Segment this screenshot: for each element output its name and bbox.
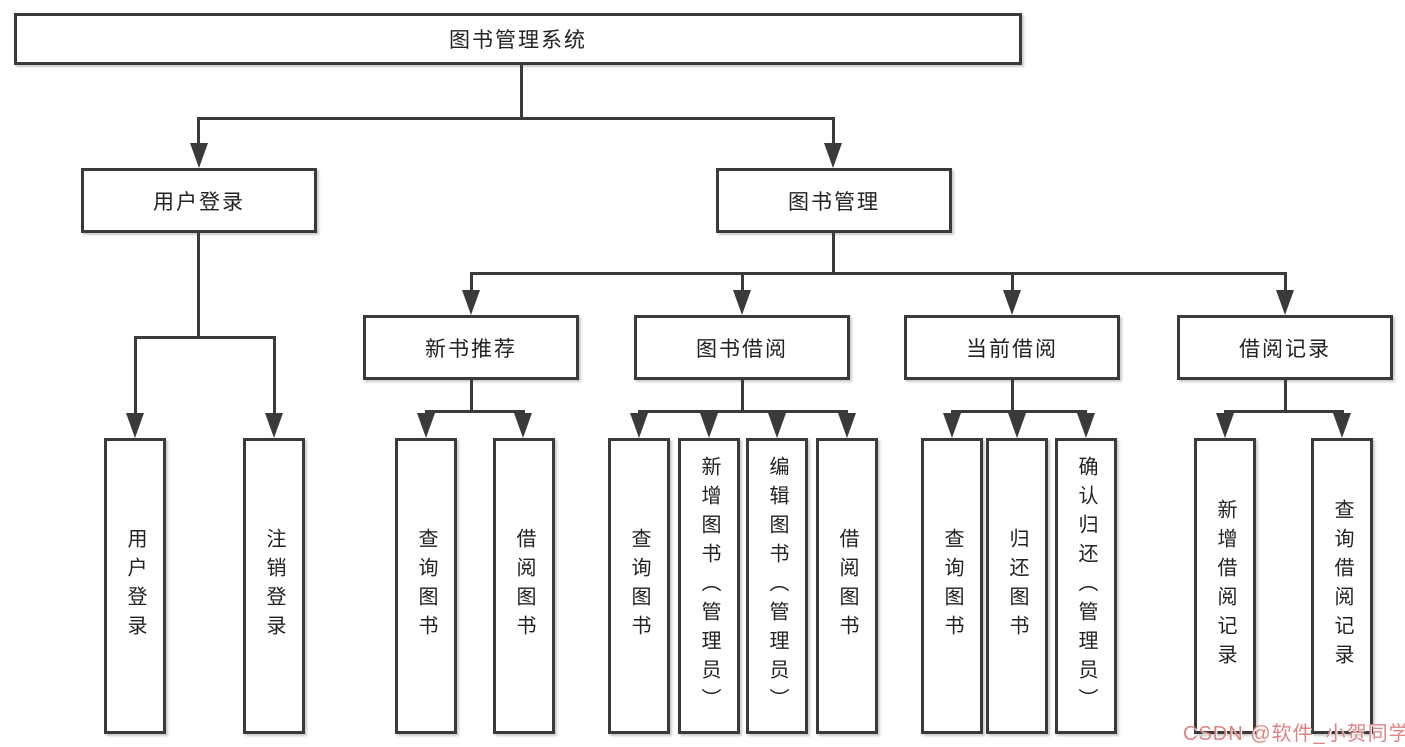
arrow-down-icon	[733, 290, 751, 315]
node-library-system: 图书管理系统	[14, 13, 1022, 65]
arrow-down-icon	[1216, 413, 1234, 438]
leaf-borrow-borrow-book-label: 借阅图书	[836, 528, 858, 644]
leaf-newbook-query-book-label: 查询图书	[415, 528, 437, 644]
connector-stem-book-borrow	[741, 272, 744, 292]
leaf-current-confirm-return-admin: 确认归还（管理员）	[1055, 438, 1117, 734]
connector-newbook-rail	[425, 410, 525, 413]
leaf-records-add-record: 新增借阅记录	[1194, 438, 1256, 734]
node-book-borrow-label: 图书借阅	[696, 337, 788, 361]
leaf-records-add-record-label: 新增借阅记录	[1214, 499, 1236, 673]
connector-records-stem	[1284, 380, 1287, 412]
leaf-logout-login: 注销登录	[243, 438, 305, 734]
leaf-borrow-query-book: 查询图书	[608, 438, 670, 734]
connector-login-stem	[197, 233, 200, 338]
leaf-current-query-book: 查询图书	[921, 438, 983, 734]
node-borrow-records: 借阅记录	[1177, 315, 1393, 380]
arrow-down-icon	[838, 413, 856, 438]
leaf-current-return-book-label: 归还图书	[1006, 528, 1028, 644]
node-book-borrow: 图书借阅	[634, 315, 850, 380]
connector-stem-current-borrow	[1011, 272, 1014, 292]
node-current-borrow-label: 当前借阅	[966, 337, 1058, 361]
leaf-borrow-edit-book-admin-label: 编辑图书（管理员）	[766, 455, 788, 717]
leaf-borrow-edit-book-admin: 编辑图书（管理员）	[746, 438, 808, 734]
leaf-current-return-book: 归还图书	[986, 438, 1048, 734]
node-new-book-recommend-label: 新书推荐	[425, 337, 517, 361]
arrow-down-icon	[190, 143, 208, 168]
connector-stem-book-mgmt	[832, 117, 835, 145]
node-user-login-group: 用户登录	[81, 168, 317, 233]
node-user-login-label: 用户登录	[153, 190, 245, 214]
connector-stem-leaf-logout	[273, 336, 276, 416]
arrow-down-icon	[700, 413, 718, 438]
node-current-borrow: 当前借阅	[904, 315, 1120, 380]
node-new-book-recommend: 新书推荐	[363, 315, 579, 380]
arrow-down-icon	[126, 413, 144, 438]
node-borrow-records-label: 借阅记录	[1239, 337, 1331, 361]
arrow-down-icon	[462, 290, 480, 315]
leaf-newbook-borrow-book: 借阅图书	[493, 438, 555, 734]
connector-stem-user-login	[197, 117, 200, 145]
leaf-current-confirm-return-admin-label: 确认归还（管理员）	[1075, 455, 1097, 717]
connector-stem-borrow-records	[1284, 272, 1287, 292]
connector-root-stem	[520, 65, 523, 119]
leaf-borrow-add-book-admin-label: 新增图书（管理员）	[698, 455, 720, 717]
arrow-down-icon	[417, 413, 435, 438]
connector-login-rail	[134, 336, 276, 339]
arrow-down-icon	[514, 413, 532, 438]
arrow-down-icon	[630, 413, 648, 438]
connector-current-stem	[1011, 380, 1014, 412]
leaf-borrow-query-book-label: 查询图书	[628, 528, 650, 644]
connector-records-rail	[1224, 410, 1344, 413]
arrow-down-icon	[1008, 413, 1026, 438]
node-library-system-label: 图书管理系统	[449, 29, 587, 52]
connector-borrow-stem	[741, 380, 744, 412]
arrow-down-icon	[1333, 413, 1351, 438]
leaf-records-query-record: 查询借阅记录	[1311, 438, 1373, 734]
arrow-down-icon	[943, 413, 961, 438]
connector-newbook-stem	[470, 380, 473, 412]
connector-current-rail	[951, 410, 1087, 413]
arrow-down-icon	[265, 413, 283, 438]
leaf-records-query-record-label: 查询借阅记录	[1331, 499, 1353, 673]
leaf-current-query-book-label: 查询图书	[941, 528, 963, 644]
arrow-down-icon	[1003, 290, 1021, 315]
arrow-down-icon	[824, 143, 842, 168]
node-book-management-label: 图书管理	[788, 190, 880, 214]
connector-mgmt-rail	[470, 272, 1287, 275]
leaf-borrow-add-book-admin: 新增图书（管理员）	[678, 438, 740, 734]
leaf-user-login-label: 用户登录	[124, 528, 146, 644]
leaf-borrow-borrow-book: 借阅图书	[816, 438, 878, 734]
leaf-newbook-query-book: 查询图书	[395, 438, 457, 734]
arrow-down-icon	[768, 413, 786, 438]
leaf-logout-login-label: 注销登录	[263, 528, 285, 644]
connector-root-rail	[197, 117, 835, 120]
leaf-newbook-borrow-book-label: 借阅图书	[513, 528, 535, 644]
connector-mgmt-stem	[832, 233, 835, 274]
connector-stem-leaf-user-login	[134, 336, 137, 416]
arrow-down-icon	[1077, 413, 1095, 438]
watermark: CSDN @软件_小贺同学	[1183, 723, 1405, 745]
connector-borrow-rail	[638, 410, 848, 413]
leaf-user-login: 用户登录	[104, 438, 166, 734]
arrow-down-icon	[1276, 290, 1294, 315]
node-book-management: 图书管理	[716, 168, 952, 233]
connector-stem-new-book	[470, 272, 473, 292]
